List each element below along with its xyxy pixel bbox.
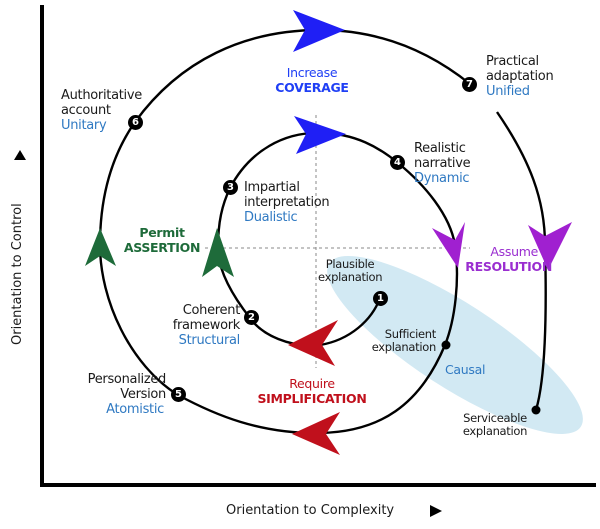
- stage-4-title-line1: Realistic: [414, 141, 466, 156]
- stage-3-title-line2: interpretation: [244, 195, 330, 210]
- coverage-arrow-inner: [294, 116, 346, 154]
- assertion-arrow-inner: [202, 228, 234, 277]
- stage-node-7: 7: [462, 77, 477, 92]
- assertion-noun: ASSERTION: [123, 240, 201, 255]
- stage-node-6: 6: [128, 115, 143, 130]
- coverage-noun: COVERAGE: [275, 80, 349, 95]
- stage-label-1: Plausible explanation: [318, 257, 383, 284]
- phase-assertion: Permit ASSERTION: [116, 225, 208, 255]
- stage-4-mode: Dynamic: [414, 171, 470, 186]
- stage-node-1: 1: [373, 291, 388, 306]
- stage-7-title-line2: adaptation: [486, 69, 554, 84]
- resolution-verb: Assume: [490, 244, 538, 259]
- stage-3-title-line1: Impartial: [244, 180, 300, 195]
- stage-7-title-line1: Practical: [486, 54, 539, 69]
- resolution-arrow-inner: [432, 222, 465, 268]
- stage-6-title-line2: account: [61, 103, 111, 118]
- stage-1-title-line2: explanation: [318, 270, 383, 284]
- causal-zone: [327, 256, 583, 434]
- stage-label-4: Realistic narrative Dynamic: [414, 141, 471, 186]
- stage-label-2: Coherent framework Structural: [150, 303, 241, 348]
- phase-resolution: Assume RESOLUTION: [448, 244, 552, 274]
- serviceable-line2: explanation: [462, 424, 528, 438]
- phase-simplification: Require SIMPLIFICATION: [250, 376, 374, 406]
- serviceable-explanation-label: Serviceable explanation: [455, 412, 535, 438]
- stage-4-title-line2: narrative: [414, 156, 471, 171]
- coverage-verb: Increase: [286, 65, 338, 80]
- resolution-arrow-outer: [528, 222, 572, 270]
- simplification-verb: Require: [289, 376, 335, 391]
- phase-coverage: Increase COVERAGE: [262, 65, 362, 95]
- stage-node-2: 2: [244, 310, 259, 325]
- stage-label-6: Authoritative account Unitary: [61, 88, 142, 133]
- stage-5-title-line2: Version: [120, 387, 166, 402]
- sufficient-line1: Sufficient: [384, 327, 437, 341]
- serviceable-line1: Serviceable: [463, 411, 527, 425]
- stage-label-5: Personalized Version Atomistic: [66, 372, 167, 417]
- simplification-arrow-inner: [288, 320, 338, 366]
- simplification-arrow-outer: [292, 412, 340, 455]
- y-axis-arrow-icon: [14, 150, 26, 160]
- stage-5-mode: Atomistic: [106, 402, 164, 417]
- causal-label: Causal: [445, 362, 486, 377]
- stage-3-mode: Dualistic: [244, 210, 298, 225]
- stage-2-title-line1: Coherent: [182, 303, 241, 318]
- y-axis-label: Orientation to Control: [10, 203, 25, 345]
- stage-1-title-line1: Plausible: [325, 257, 375, 271]
- coverage-arrow-outer: [293, 10, 345, 52]
- stage-7-mode: Unified: [486, 84, 530, 99]
- assertion-arrow-outer: [85, 228, 116, 266]
- sufficient-explanation-label: Sufficient explanation: [356, 327, 437, 354]
- x-axis-arrow-icon: [430, 505, 442, 517]
- stage-label-3: Impartial interpretation Dualistic: [244, 180, 330, 225]
- stage-2-title-line2: framework: [172, 318, 241, 333]
- assertion-verb: Permit: [139, 225, 185, 240]
- stage-5-title-line1: Personalized: [87, 372, 167, 387]
- x-axis-label: Orientation to Complexity: [226, 503, 395, 518]
- stage-node-4: 4: [390, 155, 405, 170]
- simplification-noun: SIMPLIFICATION: [257, 391, 367, 406]
- stage-node-3: 3: [223, 180, 238, 195]
- stage-label-7: Practical adaptation Unified: [486, 54, 554, 99]
- sufficient-line2: explanation: [371, 340, 437, 354]
- stage-6-mode: Unitary: [61, 118, 107, 133]
- stage-6-title-line1: Authoritative: [61, 88, 142, 103]
- resolution-noun: RESOLUTION: [465, 259, 552, 274]
- sufficient-point: [441, 340, 451, 350]
- serviceable-point: [531, 405, 541, 415]
- stage-node-5: 5: [171, 387, 186, 402]
- stage-2-mode: Structural: [178, 333, 241, 348]
